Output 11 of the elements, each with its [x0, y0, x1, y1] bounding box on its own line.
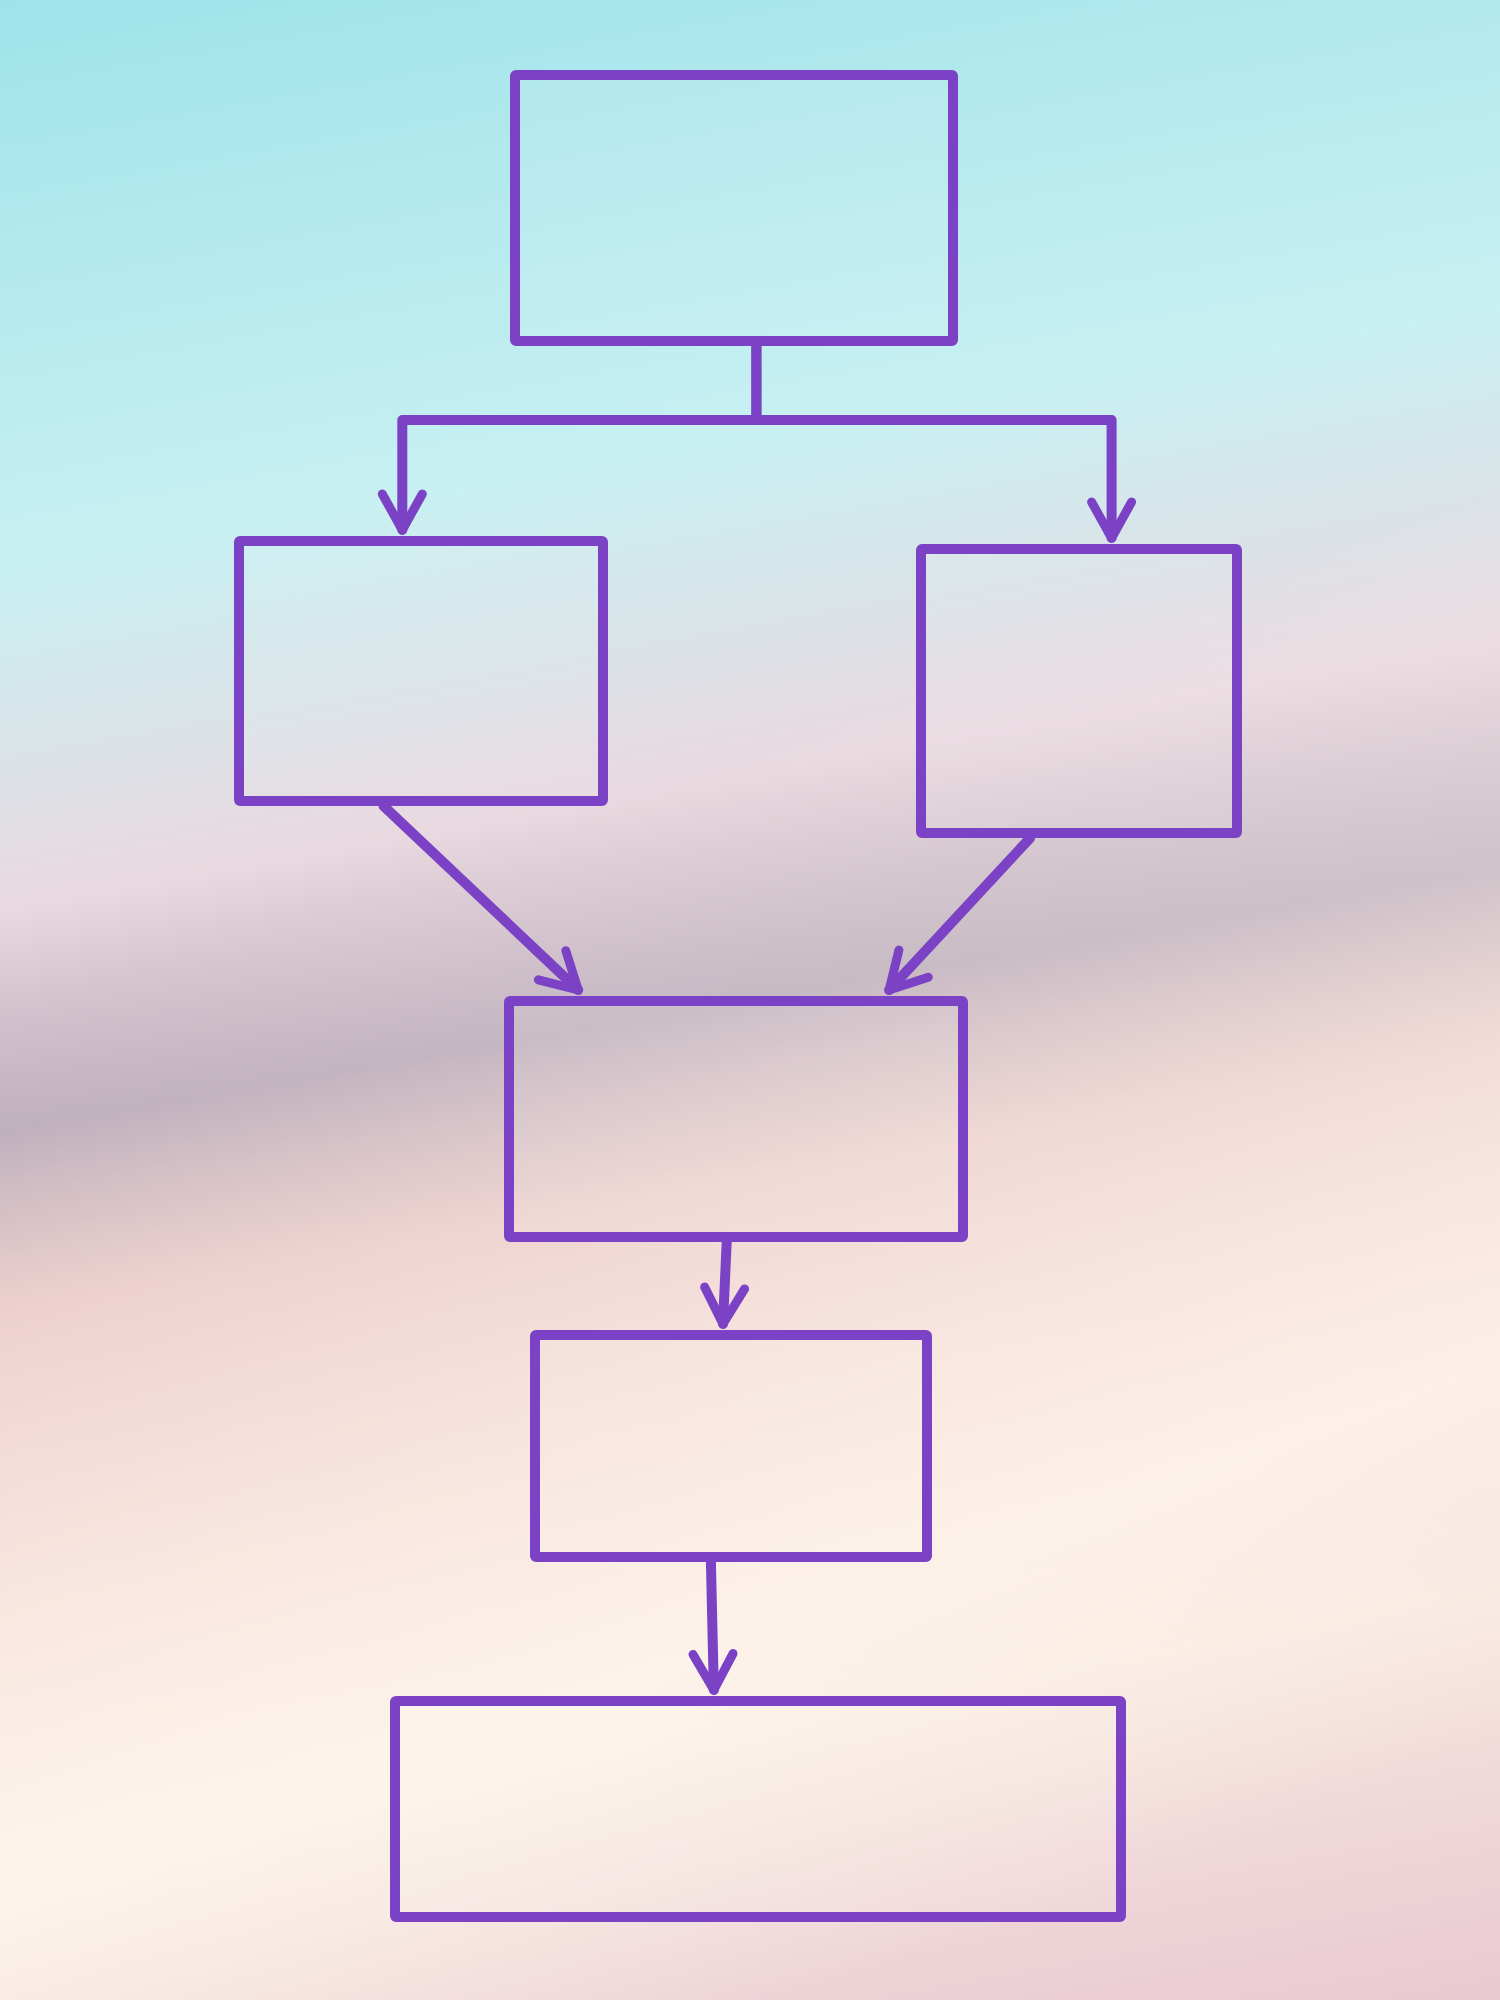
process-box: [530, 1330, 932, 1562]
process-box: [510, 70, 958, 346]
arrow: [884, 833, 1036, 995]
process-box: [916, 544, 1242, 838]
arrow: [751, 341, 1137, 543]
process-box: [390, 1696, 1126, 1922]
arrow: [378, 801, 584, 995]
process-box: [234, 536, 608, 806]
process-box: [504, 996, 968, 1242]
arrow: [688, 1557, 738, 1695]
arrow: [700, 1237, 750, 1329]
